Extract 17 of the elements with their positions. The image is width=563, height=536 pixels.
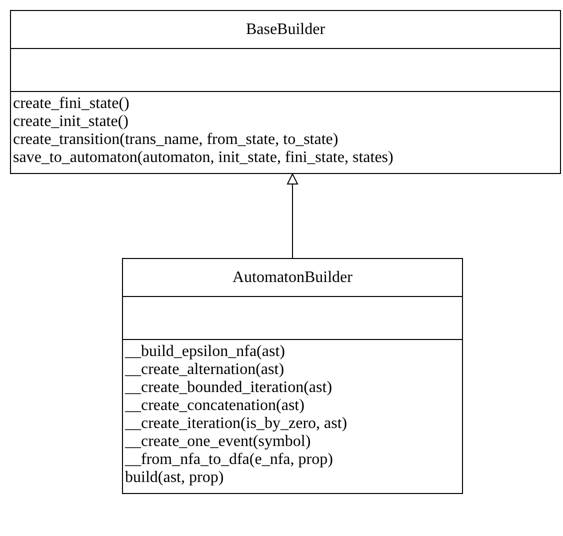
class-name: AutomatonBuilder xyxy=(232,268,352,286)
method-signature: create_init_state() xyxy=(13,113,128,131)
inheritance-arrow xyxy=(287,174,298,258)
method-signature: __create_bounded_iteration(ast) xyxy=(125,379,332,397)
method-signature: create_fini_state() xyxy=(13,95,130,113)
method-signature: build(ast, prop) xyxy=(125,469,224,487)
method-signature: __create_iteration(is_by_zero, ast) xyxy=(125,415,348,433)
class-name: BaseBuilder xyxy=(246,20,326,38)
method-signature: __create_one_event(symbol) xyxy=(125,433,311,451)
method-signature: create_transition(trans_name, from_state, to_state) xyxy=(13,131,338,149)
class-box xyxy=(122,258,463,494)
method-signature: __create_alternation(ast) xyxy=(125,361,284,379)
method-signature: __build_epsilon_nfa(ast) xyxy=(125,343,285,361)
class-box xyxy=(10,10,561,174)
method-signature: save_to_automaton(automaton, init_state, fini_state, states) xyxy=(13,149,394,167)
method-signature: __from_nfa_to_dfa(e_nfa, prop) xyxy=(125,451,333,469)
method-signature: __create_concatenation(ast) xyxy=(125,397,304,415)
